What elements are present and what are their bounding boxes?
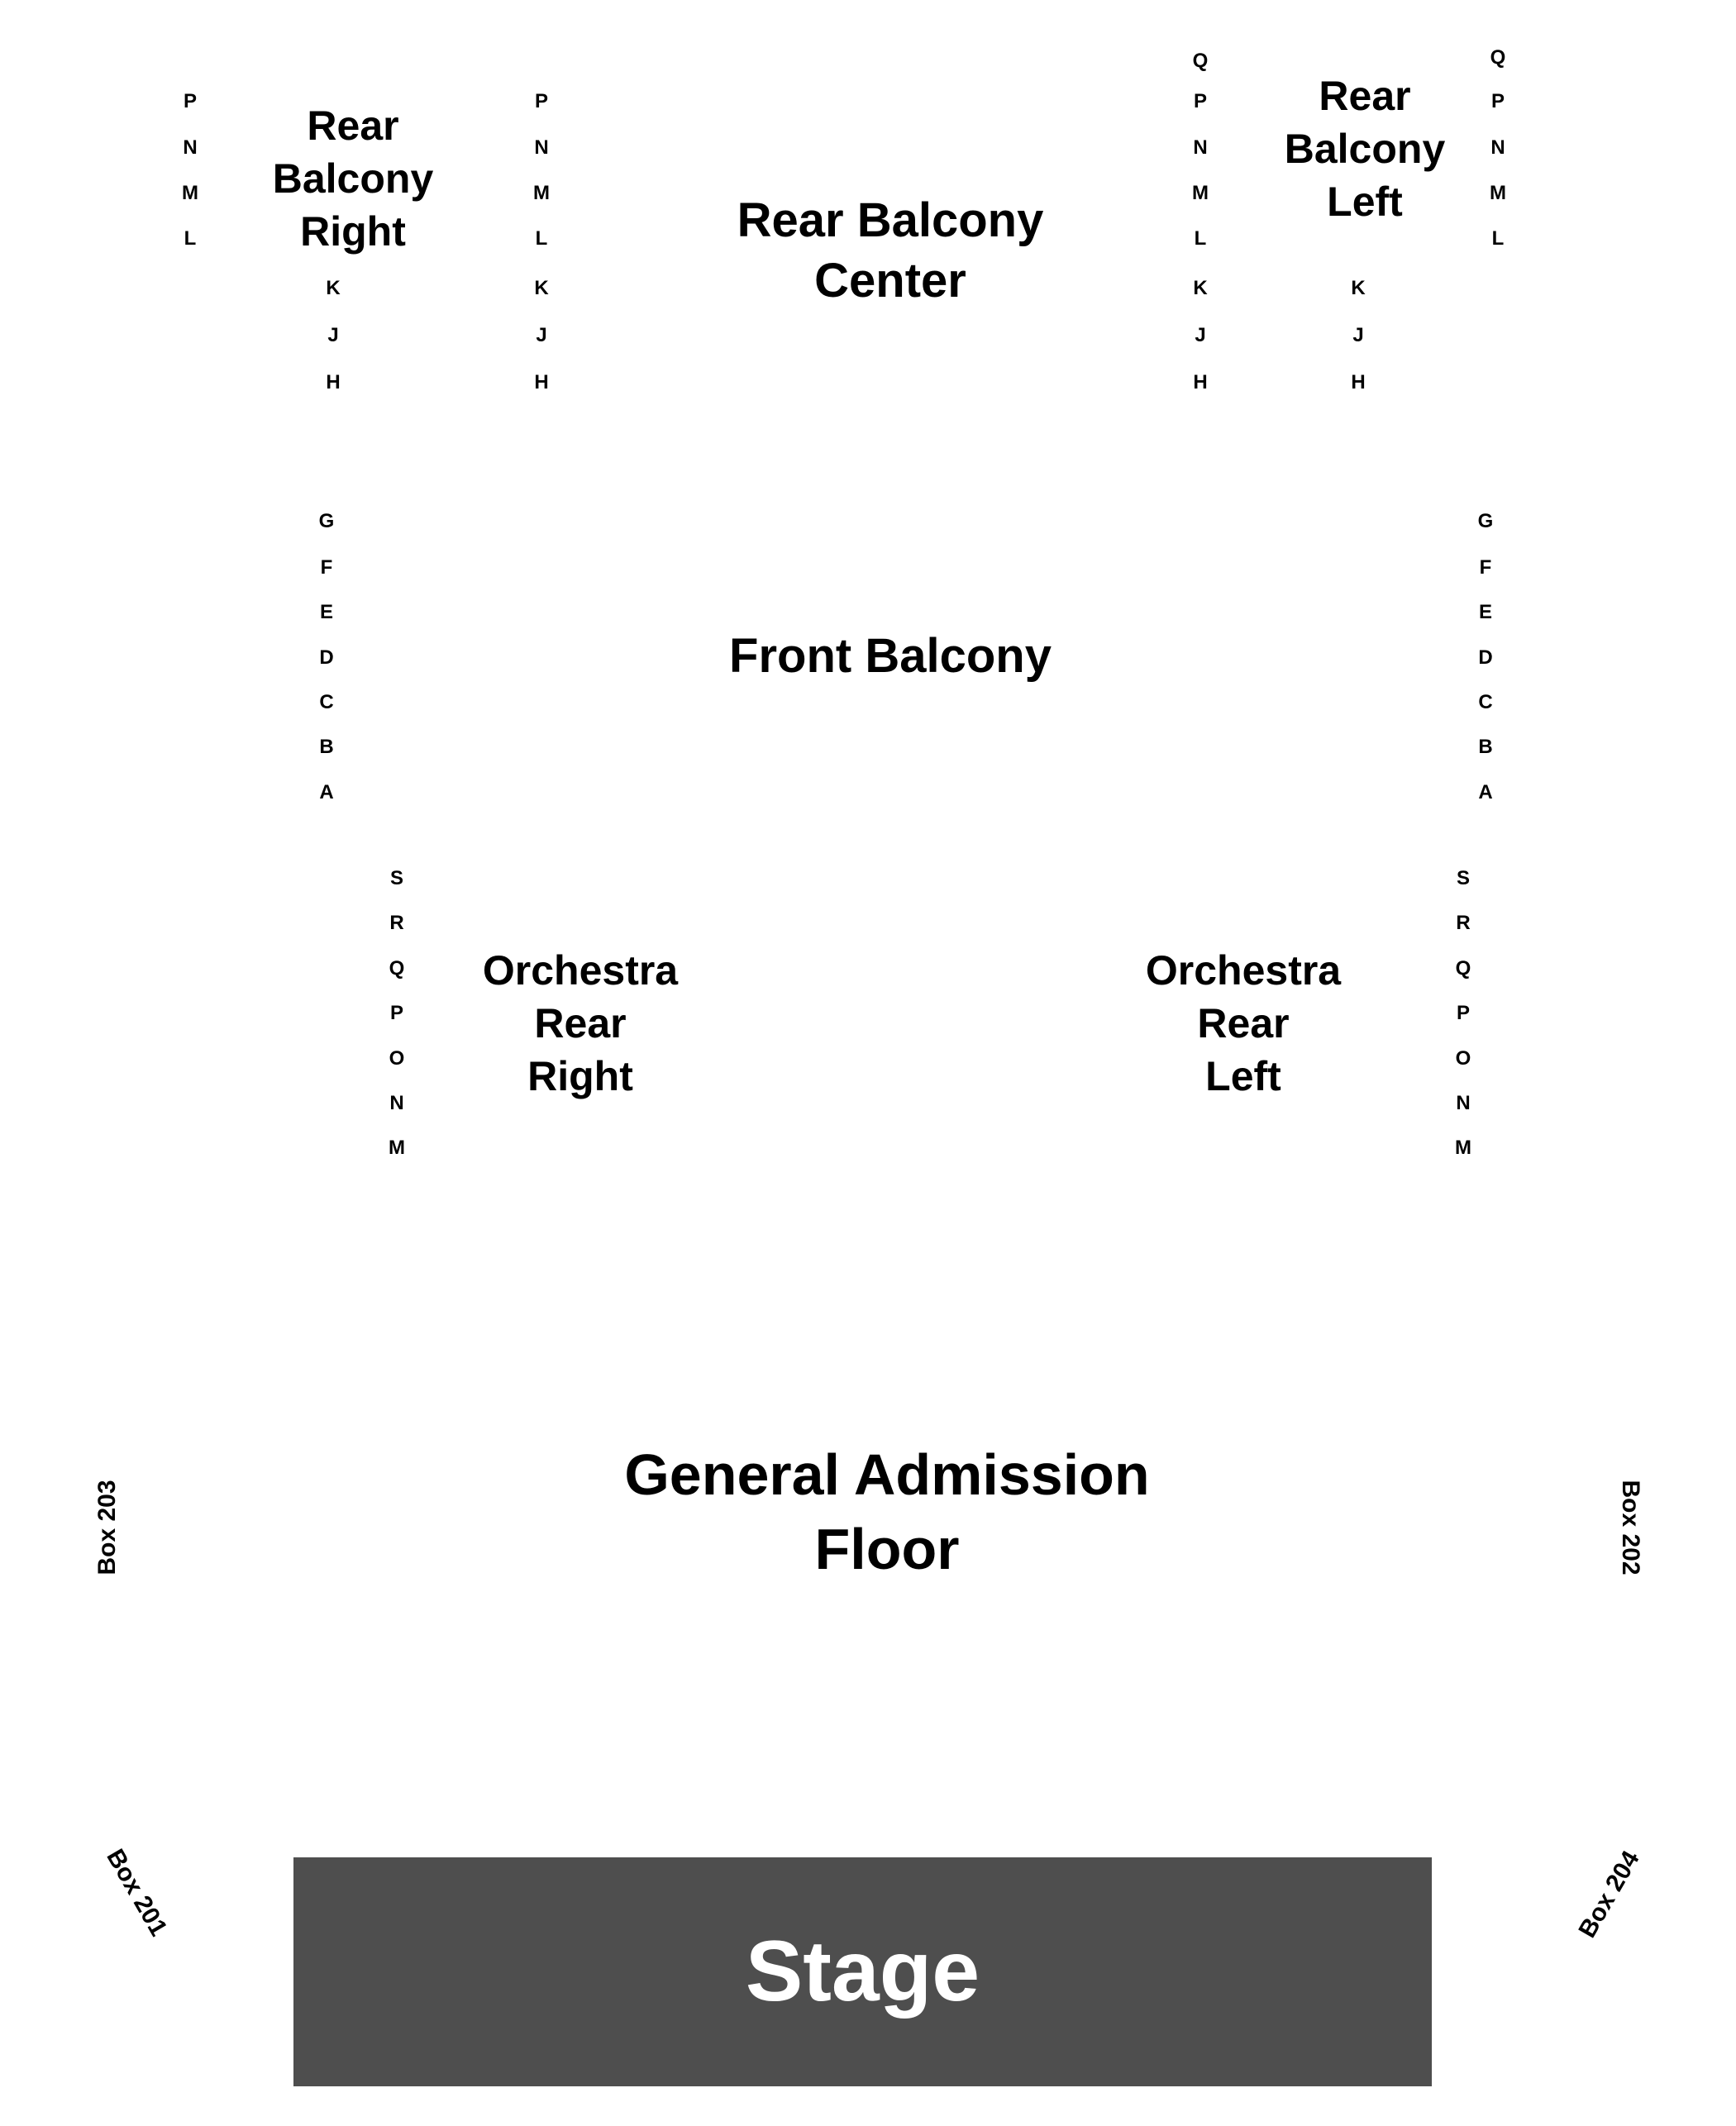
row-label: M bbox=[389, 1137, 405, 1159]
row-label: H bbox=[326, 371, 341, 393]
section-label-line: Balcony bbox=[1284, 126, 1446, 172]
section-rear-balcony-center[interactable]: Rear Balcony Center bbox=[737, 191, 1044, 311]
section-label-line: Rear bbox=[534, 1000, 627, 1046]
row-label: H bbox=[1193, 371, 1208, 393]
row-label: L bbox=[184, 227, 197, 250]
row-label: P bbox=[1193, 90, 1208, 112]
row-label: M bbox=[1455, 1137, 1471, 1159]
row-label: M bbox=[182, 182, 198, 204]
row-label: G bbox=[1477, 510, 1494, 532]
section-label-line: General Admission bbox=[624, 1442, 1150, 1507]
row-label: L bbox=[1491, 227, 1505, 250]
section-label-line: Balcony bbox=[272, 155, 434, 202]
row-label: K bbox=[1351, 277, 1366, 299]
section-rear-balcony-right[interactable]: Rear Balcony Right bbox=[273, 99, 434, 258]
row-label: J bbox=[1352, 324, 1364, 346]
row-label: O bbox=[389, 1047, 405, 1070]
row-label: L bbox=[535, 227, 548, 250]
row-label: R bbox=[1456, 912, 1471, 934]
section-label-line: Orchestra bbox=[1145, 947, 1342, 994]
box-202[interactable]: Box 202 bbox=[1617, 1480, 1644, 1575]
row-label: H bbox=[534, 371, 549, 393]
section-label-line: Orchestra bbox=[482, 947, 679, 994]
section-label-line: Rear Balcony bbox=[737, 193, 1044, 247]
row-label: B bbox=[319, 736, 334, 758]
section-label-line: Floor bbox=[814, 1516, 960, 1581]
row-label: P bbox=[534, 90, 549, 112]
row-label: F bbox=[320, 556, 333, 579]
section-label-line: Rear bbox=[1319, 73, 1411, 119]
row-label: J bbox=[536, 324, 547, 346]
section-general-admission-floor[interactable]: General Admission Floor bbox=[624, 1438, 1149, 1586]
row-label: Q bbox=[389, 957, 405, 980]
section-label-line: Left bbox=[1327, 179, 1403, 225]
stage-label: Stage bbox=[745, 1923, 980, 2019]
section-label-line: Right bbox=[300, 208, 406, 255]
row-label: C bbox=[319, 691, 334, 713]
section-label-line: Left bbox=[1205, 1053, 1281, 1099]
row-label: S bbox=[1456, 867, 1471, 889]
section-rear-balcony-left[interactable]: Rear Balcony Left bbox=[1285, 69, 1446, 228]
row-label: N bbox=[183, 136, 198, 159]
row-label: M bbox=[1490, 182, 1506, 204]
row-label: F bbox=[1479, 556, 1492, 579]
row-label: N bbox=[1456, 1092, 1471, 1114]
row-label: N bbox=[389, 1092, 404, 1114]
box-201[interactable]: Box 201 bbox=[101, 1844, 173, 1941]
row-label: H bbox=[1351, 371, 1366, 393]
row-label: N bbox=[1490, 136, 1505, 159]
row-label: N bbox=[1193, 136, 1208, 159]
stage: Stage bbox=[293, 1857, 1432, 2086]
row-label: E bbox=[1478, 601, 1493, 623]
row-label: G bbox=[318, 510, 335, 532]
section-orchestra-rear-right[interactable]: Orchestra Rear Right bbox=[483, 944, 678, 1103]
row-label: R bbox=[389, 912, 404, 934]
row-label: S bbox=[389, 867, 404, 889]
section-label-line: Rear bbox=[1197, 1000, 1290, 1046]
row-label: K bbox=[534, 277, 549, 299]
row-label: K bbox=[1193, 277, 1208, 299]
row-label: P bbox=[389, 1002, 404, 1024]
row-label: K bbox=[326, 277, 341, 299]
row-label: M bbox=[533, 182, 550, 204]
row-label: J bbox=[1195, 324, 1206, 346]
row-label: P bbox=[183, 90, 198, 112]
row-label: D bbox=[1478, 646, 1493, 669]
row-label: Q bbox=[1192, 50, 1209, 72]
section-label-line: Right bbox=[527, 1053, 633, 1099]
row-label: J bbox=[327, 324, 339, 346]
section-label-line: Center bbox=[814, 253, 966, 307]
row-label: C bbox=[1478, 691, 1493, 713]
row-label: Q bbox=[1455, 957, 1471, 980]
box-203[interactable]: Box 203 bbox=[93, 1480, 121, 1575]
row-label: O bbox=[1455, 1047, 1471, 1070]
section-orchestra-rear-left[interactable]: Orchestra Rear Left bbox=[1146, 944, 1341, 1103]
row-label: P bbox=[1490, 90, 1505, 112]
section-label-line: Front Balcony bbox=[729, 629, 1052, 683]
row-label: A bbox=[1478, 781, 1493, 803]
row-label: Q bbox=[1490, 46, 1506, 69]
row-label: L bbox=[1194, 227, 1207, 250]
section-front-balcony[interactable]: Front Balcony bbox=[729, 627, 1052, 687]
row-label: A bbox=[319, 781, 334, 803]
box-204[interactable]: Box 204 bbox=[1573, 1846, 1645, 1942]
row-label: D bbox=[319, 646, 334, 669]
row-label: P bbox=[1456, 1002, 1471, 1024]
row-label: M bbox=[1192, 182, 1209, 204]
row-label: E bbox=[319, 601, 334, 623]
row-label: B bbox=[1478, 736, 1493, 758]
section-label-line: Rear bbox=[307, 102, 399, 149]
row-label: N bbox=[534, 136, 549, 159]
